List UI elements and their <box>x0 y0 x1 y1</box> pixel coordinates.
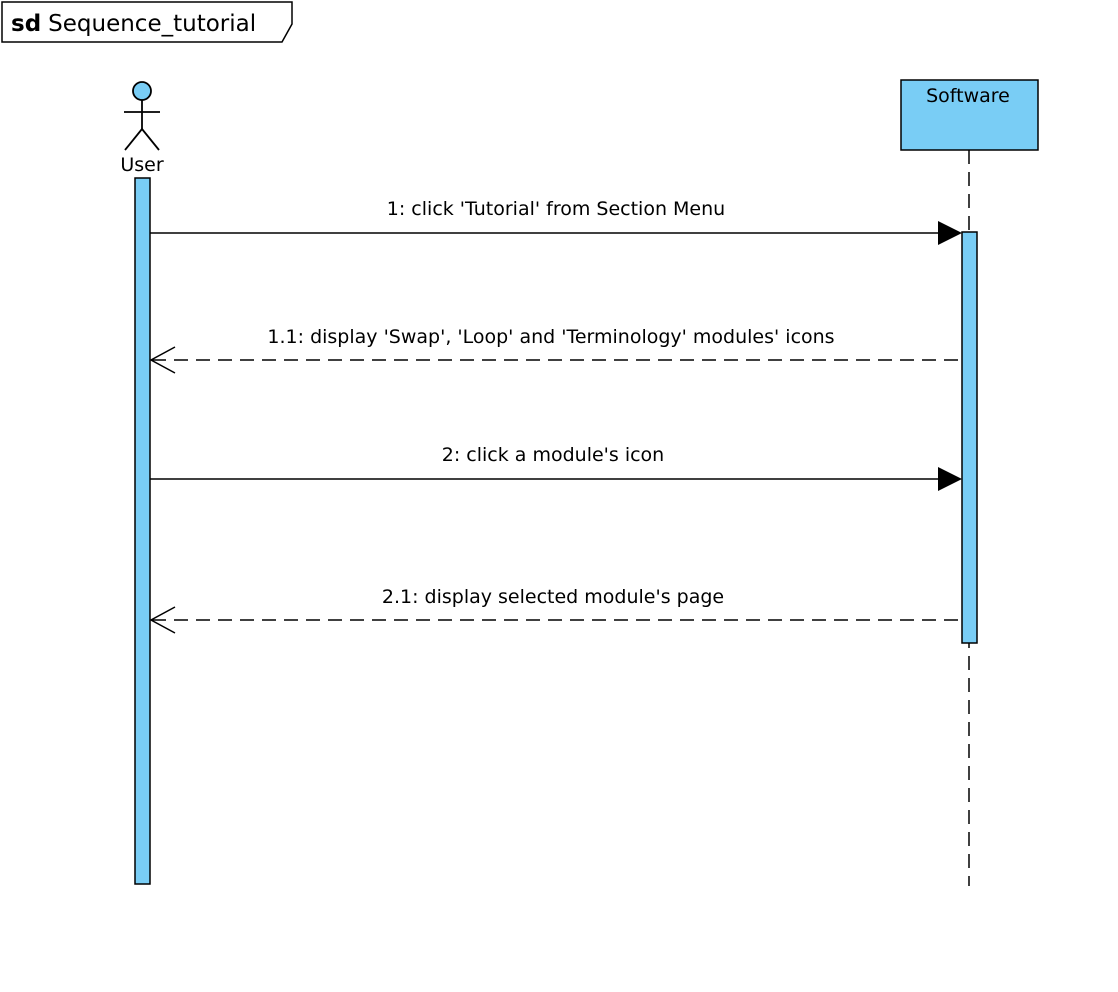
message-2-1: 2.1: display selected module's page <box>149 586 962 634</box>
message-1: 1: click 'Tutorial' from Section Menu <box>150 198 962 245</box>
actor-stick-figure-icon <box>124 81 160 151</box>
software-activation-bar <box>961 231 978 644</box>
actor-head <box>132 81 152 101</box>
frame-tab-label: sd Sequence_tutorial <box>11 11 256 37</box>
message-1-label: 1: click 'Tutorial' from Section Menu <box>387 198 725 220</box>
message-2-label: 2: click a module's icon <box>442 444 664 466</box>
participant-user: User <box>120 81 164 885</box>
participant-software-label: Software <box>926 85 1010 107</box>
message-2: 2: click a module's icon <box>150 444 962 491</box>
open-arrowhead-icon <box>149 606 176 634</box>
open-arrowhead-icon <box>149 346 176 374</box>
actor-left-leg <box>124 128 143 151</box>
actor-right-leg <box>141 128 160 151</box>
participant-software-box <box>900 79 1039 151</box>
frame-keyword: sd <box>11 11 41 37</box>
participant-user-label: User <box>120 154 163 176</box>
participant-software: Software <box>900 79 1039 886</box>
message-1-1: 1.1: display 'Swap', 'Loop' and 'Termino… <box>149 326 962 374</box>
message-2-1-label: 2.1: display selected module's page <box>382 586 724 608</box>
message-1-1-label: 1.1: display 'Swap', 'Loop' and 'Termino… <box>267 326 834 348</box>
frame-tab-shape <box>1 1 293 43</box>
filled-arrowhead-icon <box>938 467 962 491</box>
user-activation-bar <box>134 177 151 885</box>
filled-arrowhead-icon <box>938 221 962 245</box>
frame-name: Sequence_tutorial <box>48 11 256 37</box>
diagram-frame-tab: sd Sequence_tutorial <box>1 1 293 43</box>
